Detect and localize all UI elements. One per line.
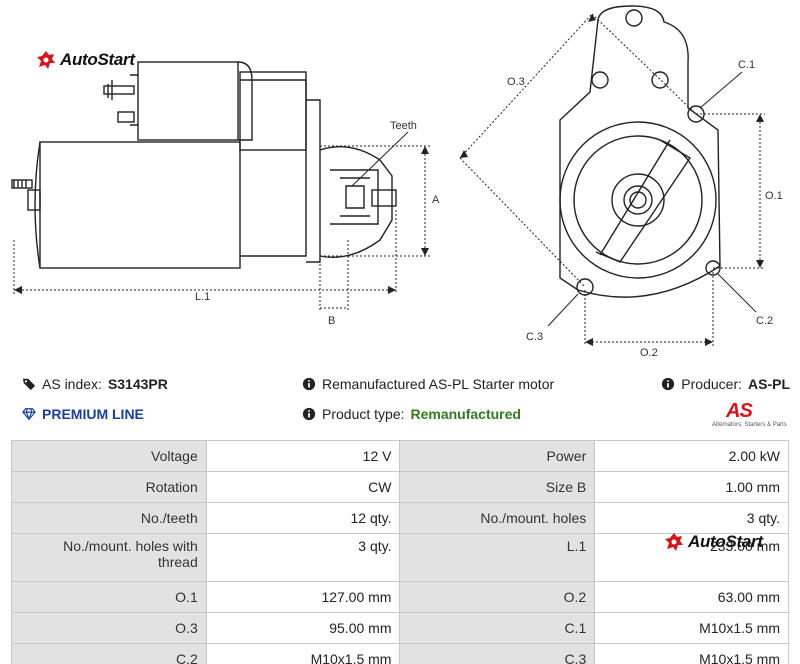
spec-label: C.3 [399,643,596,664]
spec-value: 233.00 mm [594,533,789,582]
starter-motor-drawing: Teeth A L.1 B O.3 C.1 O.1 C.2 C.3 O.2 [11,5,783,359]
solenoid-body [137,61,239,141]
brand-name: AutoStart [60,50,135,69]
table-row: O.3 95.00 mm C.1 M10x1.5 mm [11,612,789,644]
spec-value: CW [205,471,401,503]
autostart-logo: AutoStart [36,50,135,70]
spec-label: Voltage [11,440,207,472]
technical-drawing: Teeth A L.1 B O.3 C.1 O.1 C.2 C.3 O.2 [11,5,783,359]
table-row: No./mount. holes with thread 3 qty. L.1 … [11,533,789,582]
spec-value: 12 V [205,440,401,472]
motor-body [39,141,241,269]
spec-label: C.2 [11,643,207,664]
spec-label: Power [399,440,596,472]
spec-label: No./teeth [11,502,207,534]
label-a: A [432,194,440,206]
drive-housing [240,79,321,263]
spec-value: 127.00 mm [205,581,401,613]
spec-label: O.2 [399,581,596,613]
product-type-label: Product type: [322,406,405,422]
spec-value: 1.00 mm [594,471,789,503]
spec-value: 3 qty. [205,533,401,582]
producer-value: AS-PL [748,376,790,392]
spec-label: O.1 [11,581,207,613]
producer-label: Producer: [681,376,742,392]
spec-value: 63.00 mm [594,581,789,613]
premium-line-badge: PREMIUM LINE [22,406,144,422]
spec-label: Rotation [11,471,207,503]
info-icon [662,377,675,391]
table-row: Rotation CW Size B 1.00 mm [11,471,789,503]
spec-label: No./mount. holes with thread [11,533,207,582]
label-c2: C.2 [756,315,773,327]
label-o1: O.1 [765,190,783,202]
info-icon [302,407,316,421]
as-index-label: AS index: [42,376,102,392]
spec-label: Size B [399,471,596,503]
brand-name: AutoStart [688,532,763,551]
description-text: Remanufactured AS-PL Starter motor [322,376,555,392]
label-c3: C.3 [526,331,543,343]
spec-value: M10x1.5 mm [205,643,401,664]
as-pl-logo-mark: AS [726,400,753,422]
info-icon [302,377,316,391]
premium-line-text: PREMIUM LINE [42,406,144,422]
spec-table: Voltage 12 V Power 2.00 kW Rotation CW S… [11,440,789,664]
autostart-logo-icon [37,51,55,69]
autostart-logo-icon [665,533,683,551]
spec-label: C.1 [399,612,596,644]
solenoid-rear-housing [239,71,307,151]
front-housing-outer [559,121,717,279]
product-type: Product type: Remanufactured [302,406,521,422]
as-pl-logo-tagline: Alternators, Starters & Parts [712,422,787,428]
producer: Producer: AS-PL [661,376,790,392]
label-o2: O.2 [640,347,658,359]
mounting-flange [559,5,721,298]
as-index: AS index: S3143PR [22,376,168,392]
spec-label: L.1 [399,533,596,582]
table-row: No./teeth 12 qty. No./mount. holes 3 qty… [11,502,789,534]
spec-value: M10x1.5 mm [594,643,789,664]
mount-hole-c2 [705,260,721,276]
product-type-value: Remanufactured [410,406,521,422]
product-description: Remanufactured AS-PL Starter motor [302,376,554,392]
table-row: O.1 127.00 mm O.2 63.00 mm [11,581,789,613]
spec-label: No./mount. holes [399,502,596,534]
spec-value: 12 qty. [205,502,401,534]
label-teeth: Teeth [390,120,417,132]
tag-icon [22,378,36,391]
label-o3: O.3 [507,76,525,88]
table-row: C.2 M10x1.5 mm C.3 M10x1.5 mm [11,643,789,664]
table-row: Voltage 12 V Power 2.00 kW [11,440,789,472]
label-c1: C.1 [738,59,755,71]
label-l1: L.1 [195,291,210,303]
diamond-icon [22,408,36,421]
as-index-value: S3143PR [107,376,168,392]
spec-value: 3 qty. [594,502,789,534]
spec-label: O.3 [11,612,207,644]
spec-value: 2.00 kW [594,440,789,472]
label-b: B [328,315,335,327]
autostart-watermark-logo: AutoStart [664,532,763,552]
as-pl-logo: AS Alternators, Starters & Parts [712,400,796,430]
spec-value: M10x1.5 mm [594,612,789,644]
spec-value: 95.00 mm [205,612,401,644]
